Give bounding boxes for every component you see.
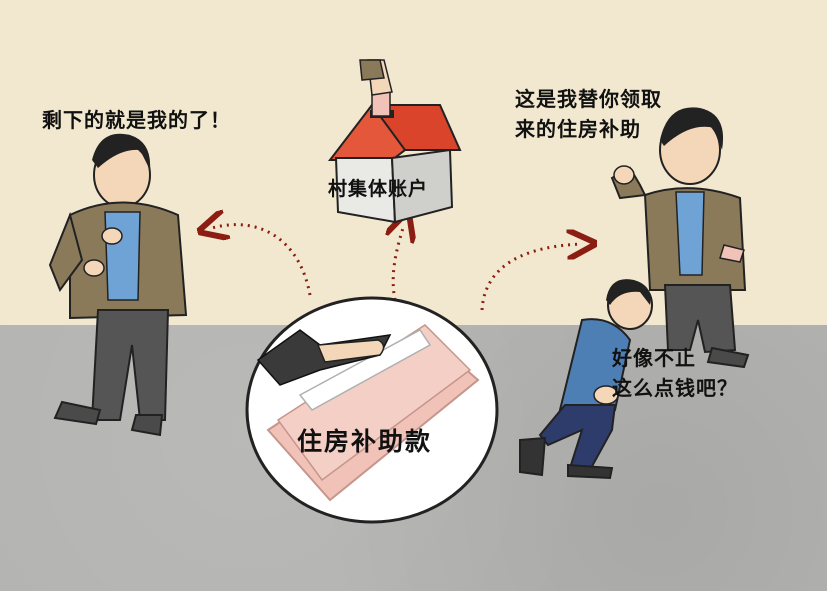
right-man-speech-line1: 这是我替你领取 — [515, 87, 662, 111]
child-speech: 好像不止 这么点钱吧？ — [612, 343, 762, 403]
money-circle — [245, 296, 499, 524]
arrow-to-right-man — [480, 244, 582, 311]
house-box — [327, 59, 462, 224]
right-man-figure — [610, 107, 750, 369]
arrow-to-left-man — [212, 225, 312, 296]
child-speech-line1: 好像不止 — [612, 346, 696, 370]
left-man-figure — [48, 133, 188, 437]
right-man-speech: 这是我替你领取 来的住房补助 — [515, 84, 705, 144]
money-label: 住房补助款 — [297, 427, 433, 456]
right-man-speech-line2: 来的住房补助 — [515, 117, 641, 141]
house-label: 村集体账户 — [328, 178, 429, 200]
child-figure — [519, 279, 653, 480]
arrow-to-house — [393, 225, 404, 301]
left-man-speech: 剩下的就是我的了！ — [42, 108, 231, 132]
child-speech-line2: 这么点钱吧？ — [612, 376, 738, 400]
